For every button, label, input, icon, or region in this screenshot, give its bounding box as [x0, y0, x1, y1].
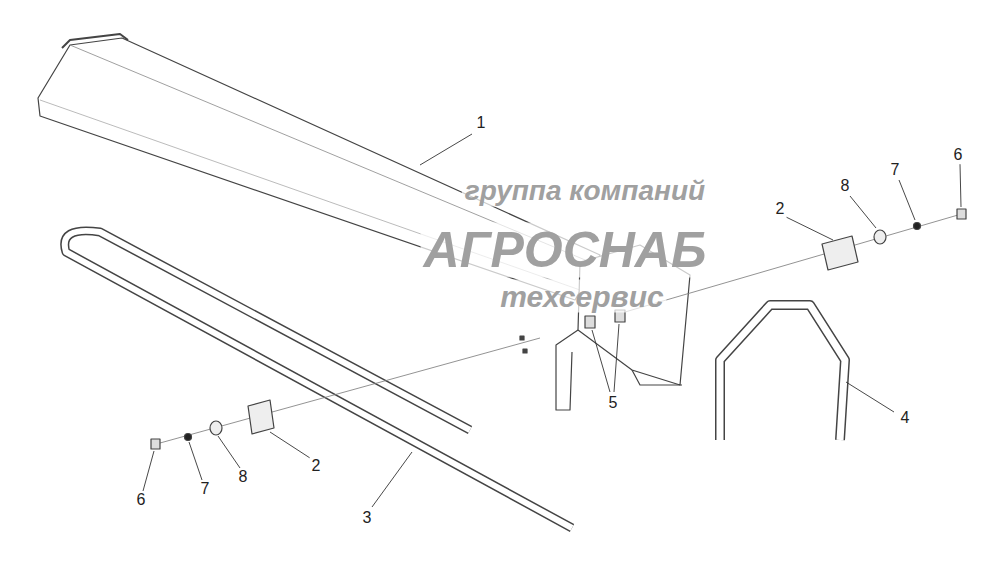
nut [151, 439, 160, 449]
axis-line [160, 338, 540, 443]
callout-number: 2 [310, 457, 323, 475]
callout-number: 7 [889, 161, 902, 179]
clip [822, 236, 858, 270]
nut [957, 209, 966, 219]
lock-washer [185, 434, 192, 441]
callout-number: 8 [839, 177, 852, 195]
hoop [720, 305, 845, 440]
callout-number: 5 [607, 394, 620, 412]
watermark: АГРОСНАБ [421, 223, 710, 278]
bracket-leg [556, 330, 578, 410]
callout-number: 8 [237, 468, 250, 486]
lock-washer [914, 223, 921, 230]
bracket-foot [632, 370, 682, 385]
washer [210, 421, 222, 435]
clip [248, 400, 274, 434]
watermark: группа компаний [462, 176, 708, 207]
callout-number: 4 [899, 409, 912, 427]
callout-number: 3 [361, 509, 374, 527]
watermark: техсервис [497, 280, 666, 313]
washer [874, 230, 886, 244]
callout-number: 7 [199, 480, 212, 498]
cover-rim [62, 34, 128, 48]
callout-number: 6 [135, 491, 148, 509]
callout-number: 2 [774, 200, 787, 218]
hole [520, 336, 524, 340]
leader-lines [143, 134, 961, 507]
bolt [585, 316, 595, 328]
hole [523, 349, 527, 353]
callout-number: 1 [475, 114, 488, 132]
callout-number: 6 [952, 146, 965, 164]
hoop-inner [720, 305, 845, 440]
